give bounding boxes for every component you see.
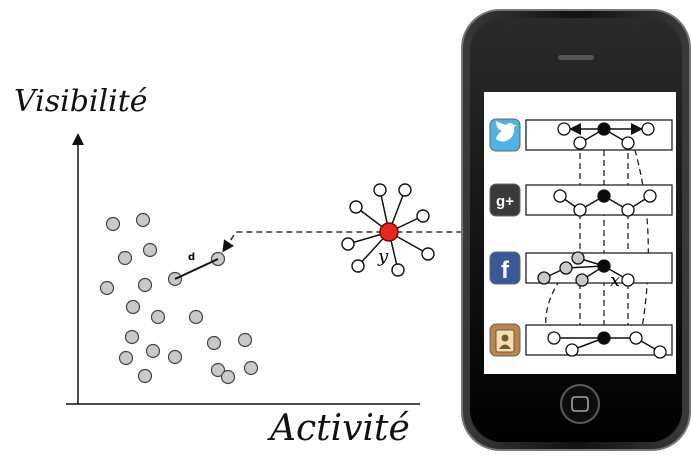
google-plus-icon: g+: [489, 183, 521, 217]
user-point: [142, 242, 158, 258]
facebook-icon: f: [489, 251, 521, 285]
graph-node: [573, 203, 587, 217]
network-glyph: f: [501, 257, 510, 284]
user-point: [237, 332, 253, 348]
user-point: [150, 309, 166, 325]
network-glyph: g+: [496, 193, 514, 210]
network-rows: g+ f: [489, 118, 673, 359]
neighbor-node: [398, 183, 412, 197]
graph-node: [547, 331, 561, 345]
graph-node: [597, 189, 611, 203]
scatter-points: [99, 212, 259, 385]
matched-user-label: x: [610, 270, 620, 291]
user-point: [210, 362, 226, 378]
x-axis-label: Activité: [270, 408, 410, 449]
user-point: [137, 277, 153, 293]
y-axis-label: Visibilité: [14, 84, 148, 119]
twitter-bird-icon: [489, 118, 521, 152]
network-row-contacts: [489, 323, 673, 357]
graph-node: [597, 259, 611, 273]
graph-node: [557, 122, 571, 136]
graph-node: [621, 203, 635, 217]
graph-node: [643, 189, 657, 203]
neighbor-node: [341, 237, 355, 251]
central-user-label: y: [377, 246, 389, 267]
graph-node: [559, 261, 573, 275]
smartphone: [461, 9, 691, 451]
user-point: [137, 368, 153, 384]
neighbor-node: [416, 209, 430, 223]
graph-node: [565, 343, 579, 357]
neighbor-node: [373, 183, 387, 197]
graph-node: [629, 331, 643, 345]
graph-node: [641, 122, 655, 136]
user-point: [105, 216, 121, 232]
graph-node: [575, 273, 589, 287]
graph-node: [571, 251, 585, 265]
neighbor-node: [391, 263, 405, 277]
ego-network-star: [341, 183, 435, 277]
address-book-icon: [489, 323, 521, 357]
user-point: [145, 343, 161, 359]
graph-node: [553, 189, 567, 203]
graph-node: [653, 345, 667, 359]
user-point: [188, 309, 204, 325]
graph-node: [621, 273, 635, 287]
neighbor-node: [351, 259, 365, 273]
user-point: [243, 360, 259, 376]
chart-axes: [66, 133, 420, 405]
neighbor-node: [349, 200, 363, 214]
user-point: [125, 299, 141, 315]
user-point: [167, 349, 183, 365]
cross-network-link: [631, 139, 649, 341]
graph-node: [537, 271, 551, 285]
central-user-node: [379, 222, 399, 242]
distance-segment: d: [174, 252, 219, 280]
graph-node: [597, 331, 611, 345]
graph-node: [597, 122, 611, 136]
graph-node: [621, 136, 635, 150]
user-point: [206, 335, 222, 351]
user-point: [220, 369, 236, 385]
user-point: [124, 329, 140, 345]
user-point: [99, 280, 115, 296]
user-point: [135, 212, 151, 228]
user-point: [118, 350, 134, 366]
neighbor-node: [421, 247, 435, 261]
distance-label: d: [188, 252, 195, 263]
graph-node: [573, 136, 587, 150]
cross-network-link: [545, 279, 561, 341]
phone-speaker: [558, 55, 594, 60]
user-point: [117, 250, 133, 266]
home-button[interactable]: [560, 384, 600, 424]
